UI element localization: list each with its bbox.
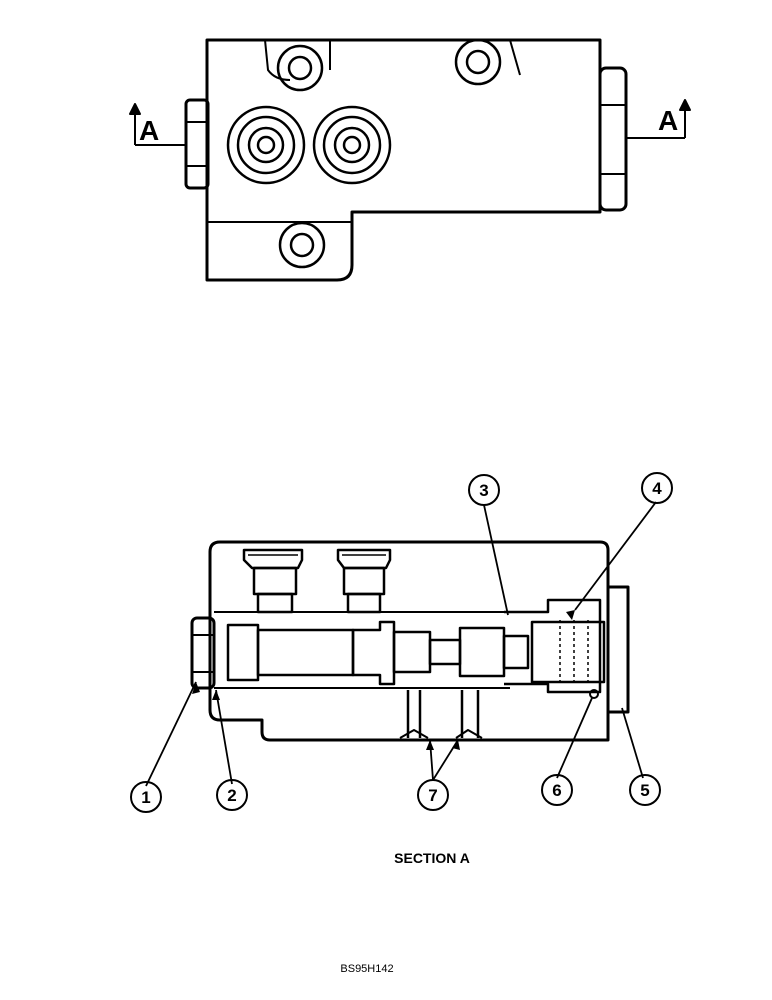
o-ring <box>589 689 599 699</box>
spring-chamber <box>504 598 606 694</box>
callout-7-circle <box>417 779 449 811</box>
valve-top-view <box>129 38 691 282</box>
callout-2: 2 <box>227 786 236 805</box>
mounting-hole <box>454 38 502 86</box>
callout-1-circle <box>130 781 162 813</box>
mounting-hole <box>278 221 326 269</box>
callout-5: 5 <box>640 781 649 800</box>
callout-7: 7 <box>428 786 437 805</box>
section-body-outline <box>208 540 610 742</box>
port-left <box>226 105 306 185</box>
end-cap <box>606 585 630 714</box>
port-right <box>312 105 392 185</box>
section-arrow-right <box>626 99 691 139</box>
mounting-hole <box>276 44 324 92</box>
section-caption: SECTION A <box>394 850 470 866</box>
callout-3-circle <box>468 474 500 506</box>
callout-6-circle <box>541 774 573 806</box>
right-plug <box>598 66 628 212</box>
callout-4-circle <box>641 472 673 504</box>
callout-5-circle <box>629 774 661 806</box>
figure-code: BS95H142 <box>340 963 393 975</box>
callout-6: 6 <box>552 781 561 800</box>
callout-4: 4 <box>652 479 662 498</box>
section-arrow-left <box>129 103 186 146</box>
left-plug-section <box>190 616 216 690</box>
callout-2-circle <box>216 779 248 811</box>
leader-lines <box>145 501 657 787</box>
port-plug-1 <box>242 548 304 614</box>
callout-1: 1 <box>141 788 150 807</box>
section-mark-right: A <box>658 105 678 136</box>
callout-3: 3 <box>479 481 488 500</box>
section-mark-left: A <box>139 115 159 146</box>
spool <box>226 620 530 686</box>
lower-passages <box>399 690 483 739</box>
valve-section-view <box>130 472 673 813</box>
valve-body-outline <box>205 38 602 282</box>
left-plug <box>184 98 210 190</box>
port-plug-2 <box>336 548 392 614</box>
